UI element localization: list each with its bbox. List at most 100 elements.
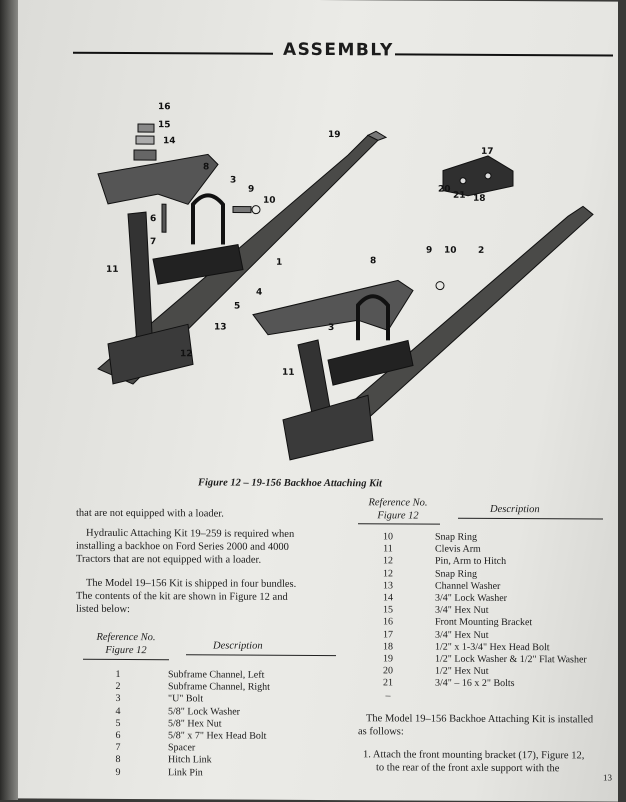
- table-row: "U" Bolt: [168, 693, 204, 705]
- callout-18: 18: [473, 194, 486, 204]
- hitch-link-left: [97, 153, 219, 205]
- callout-3-right: 3: [328, 323, 334, 333]
- step-1-line2: to the rear of the front axle support wi…: [376, 762, 560, 775]
- table-row: 7: [115, 742, 121, 754]
- callout-1: 1: [276, 258, 282, 268]
- table-row: 12: [383, 567, 393, 580]
- paragraph-attaching-kit-line3: Tractors that are not equipped with a lo…: [76, 553, 262, 566]
- table-row: Snap Ring: [435, 531, 477, 543]
- callout-12: 12: [180, 349, 193, 359]
- paragraph-bundles-line2: The contents of the kit are shown in Fig…: [76, 590, 288, 603]
- callout-4: 4: [256, 288, 262, 298]
- callout-8-left: 8: [203, 162, 209, 172]
- table-row: Channel Washer: [435, 580, 501, 592]
- table-row: 4: [115, 705, 121, 717]
- left-table-desc-header: Description: [213, 640, 263, 652]
- hex-head-bolt-6: [161, 203, 167, 233]
- callout-6: 6: [150, 214, 156, 224]
- header-rule-left: [73, 51, 273, 55]
- callout-8-right: 8: [370, 256, 376, 266]
- table-row: 5/8" Lock Washer: [168, 705, 240, 718]
- right-table-desc-column: Snap Ring Clevis Arm Pin, Arm to Hitch S…: [435, 532, 587, 691]
- snap-ring-right: [435, 281, 445, 291]
- table-row: 8: [115, 754, 121, 766]
- page-number: 13: [603, 772, 612, 783]
- table-row: Subframe Channel, Left: [168, 669, 265, 681]
- table-row: 16: [383, 616, 393, 628]
- right-table-desc-underline: [458, 517, 603, 520]
- table-row: 10: [383, 531, 393, 543]
- u-bolt-right: [356, 294, 390, 341]
- table-row: 21: [383, 677, 393, 689]
- table-row: 1: [115, 668, 121, 680]
- left-table-ref-header-1: Reference No.: [96, 631, 156, 644]
- callout-5: 5: [234, 302, 240, 312]
- paragraph-bundles-line3: listed below:: [76, 603, 130, 616]
- table-row: 3/4" – 16 x 2" Bolts: [435, 678, 515, 690]
- callout-19: 19: [328, 130, 341, 140]
- table-row: 17: [383, 628, 393, 641]
- table-row: Snap Ring: [435, 568, 477, 580]
- table-row: Clevis Arm: [435, 543, 481, 556]
- callout-13: 13: [214, 322, 227, 332]
- left-table-ref-underline: [83, 658, 169, 661]
- left-table-ref-column: 1 2 3 4 5 6 7 8 9: [108, 669, 128, 779]
- table-row: 1/2" Hex Nut: [435, 665, 489, 678]
- paragraph-attaching-kit-line1: Hydraulic Attaching Kit 19–259 is requir…: [86, 527, 295, 540]
- right-table-desc-header: Description: [490, 503, 540, 516]
- section-title: ASSEMBLY: [283, 39, 394, 61]
- table-row: 13: [383, 580, 393, 592]
- table-row: 12: [383, 555, 393, 567]
- right-table-ref-header-2: Figure 12: [377, 510, 419, 522]
- callout-21: 21: [453, 191, 466, 201]
- callout-10-right: 10: [444, 246, 457, 256]
- callout-10-left: 10: [263, 196, 276, 206]
- channel-washer-14: [133, 149, 157, 161]
- callout-16: 16: [158, 102, 171, 112]
- table-row: Hitch Link: [168, 754, 212, 766]
- lock-washer-15: [135, 135, 155, 145]
- table-row: 1/2" x 1-3/4" Hex Head Bolt: [435, 641, 550, 654]
- figure-caption: Figure 12 – 19-156 Backhoe Attaching Kit: [198, 477, 382, 490]
- callout-7: 7: [150, 237, 156, 247]
- table-row: Front Mounting Bracket: [435, 617, 533, 629]
- table-row: Subframe Channel, Right: [168, 681, 270, 693]
- exploded-diagram: 16 15 14 19 8 3 9 10 17 6 7 20 21 18 11 …: [97, 102, 594, 461]
- table-row: –: [385, 689, 391, 702]
- table-row: 14: [383, 592, 393, 604]
- link-pin-left: [232, 206, 252, 214]
- left-table-desc-column: Subframe Channel, Left Subframe Channel,…: [168, 669, 270, 779]
- callout-9-left: 9: [248, 185, 254, 195]
- callout-20: 20: [438, 185, 451, 195]
- continued-text: that are not equipped with a loader.: [76, 507, 224, 520]
- table-row: 11: [383, 543, 393, 555]
- table-row: Spacer: [168, 742, 196, 754]
- right-table-ref-underline: [358, 523, 440, 525]
- callout-9-right: 9: [426, 246, 432, 256]
- table-row: 18: [383, 641, 393, 653]
- callout-11-right: 11: [282, 368, 295, 378]
- table-row: Link Pin: [168, 766, 203, 779]
- step-1-line1: 1. Attach the front mounting bracket (17…: [363, 749, 585, 762]
- table-row: 2: [115, 681, 121, 693]
- table-row: 5/8" Hex Nut: [168, 718, 222, 730]
- table-row: Pin, Arm to Hitch: [435, 556, 507, 568]
- callout-17: 17: [481, 147, 494, 157]
- callout-14: 14: [163, 136, 176, 146]
- callout-11-left: 11: [106, 265, 119, 275]
- mounting-plate-left: [152, 244, 244, 285]
- table-row: 3/4" Hex Nut: [435, 629, 489, 641]
- right-table-ref-column: 10 11 12 12 13 14 15 16 17 18 19 20 21 –: [373, 531, 403, 702]
- callout-15: 15: [158, 120, 171, 130]
- left-table-desc-underline: [186, 654, 336, 657]
- table-row: 3/4" Hex Nut: [435, 604, 489, 617]
- table-row: 9: [115, 766, 121, 778]
- table-row: 5/8" x 7" Hex Head Bolt: [168, 730, 267, 742]
- callout-2: 2: [478, 246, 484, 256]
- installation-intro-line2: as follows:: [358, 726, 404, 738]
- binding-shadow: [0, 0, 18, 800]
- header-rule-right: [395, 53, 613, 57]
- u-bolt-left: [191, 193, 225, 245]
- right-table-ref-header-1: Reference No.: [368, 497, 428, 509]
- table-row: 3: [115, 693, 121, 705]
